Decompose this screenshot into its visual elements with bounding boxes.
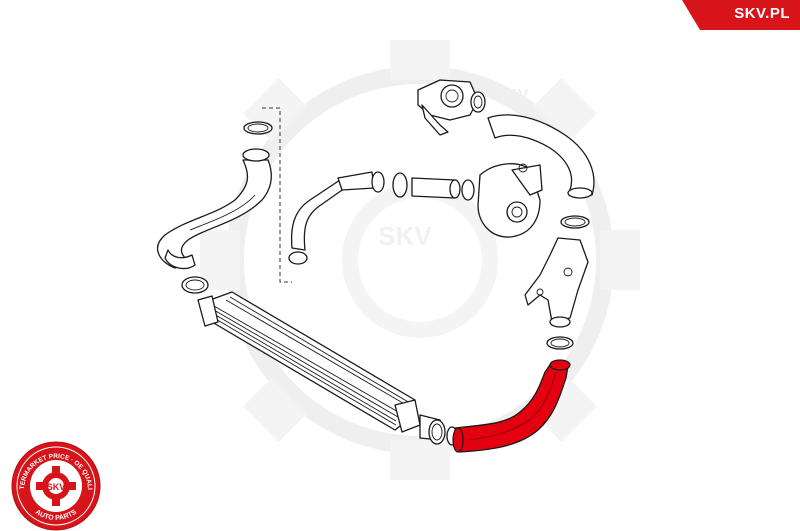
charge-air-hose-icon <box>452 359 571 453</box>
site-label: SKV.PL <box>734 5 790 22</box>
brand-seal-logo: SKV AFTERMARKET PRICE · OE QUALITY AUTO … <box>0 0 101 531</box>
upper-right-hose <box>487 114 595 229</box>
svg-text:AFTERMARKET PRICE · OE QUALITY: AFTERMARKET PRICE · OE QUALITY <box>0 0 93 490</box>
brand-corner-banner[interactable]: SKV.PL <box>682 0 800 30</box>
watermark-label-top: SKV <box>496 87 529 104</box>
assembly-bracket-line <box>262 107 292 283</box>
bracket-icon <box>524 237 589 350</box>
throttle-body-icon <box>417 79 486 136</box>
seal-center-label: SKV <box>47 482 66 492</box>
highlighted-charge-air-hose <box>454 361 569 453</box>
turbo-pipe-icon <box>288 171 475 265</box>
corner-banner-shape <box>682 0 800 30</box>
hose-clamp-icon <box>428 419 458 446</box>
intercooler-icon <box>197 291 441 441</box>
hose-clamp-icon <box>164 249 209 294</box>
resonator-housing-icon <box>477 163 543 238</box>
seal-ring-text-top: AFTERMARKET PRICE · OE QUALITY <box>0 0 93 490</box>
watermark-label: SKV <box>378 221 432 251</box>
